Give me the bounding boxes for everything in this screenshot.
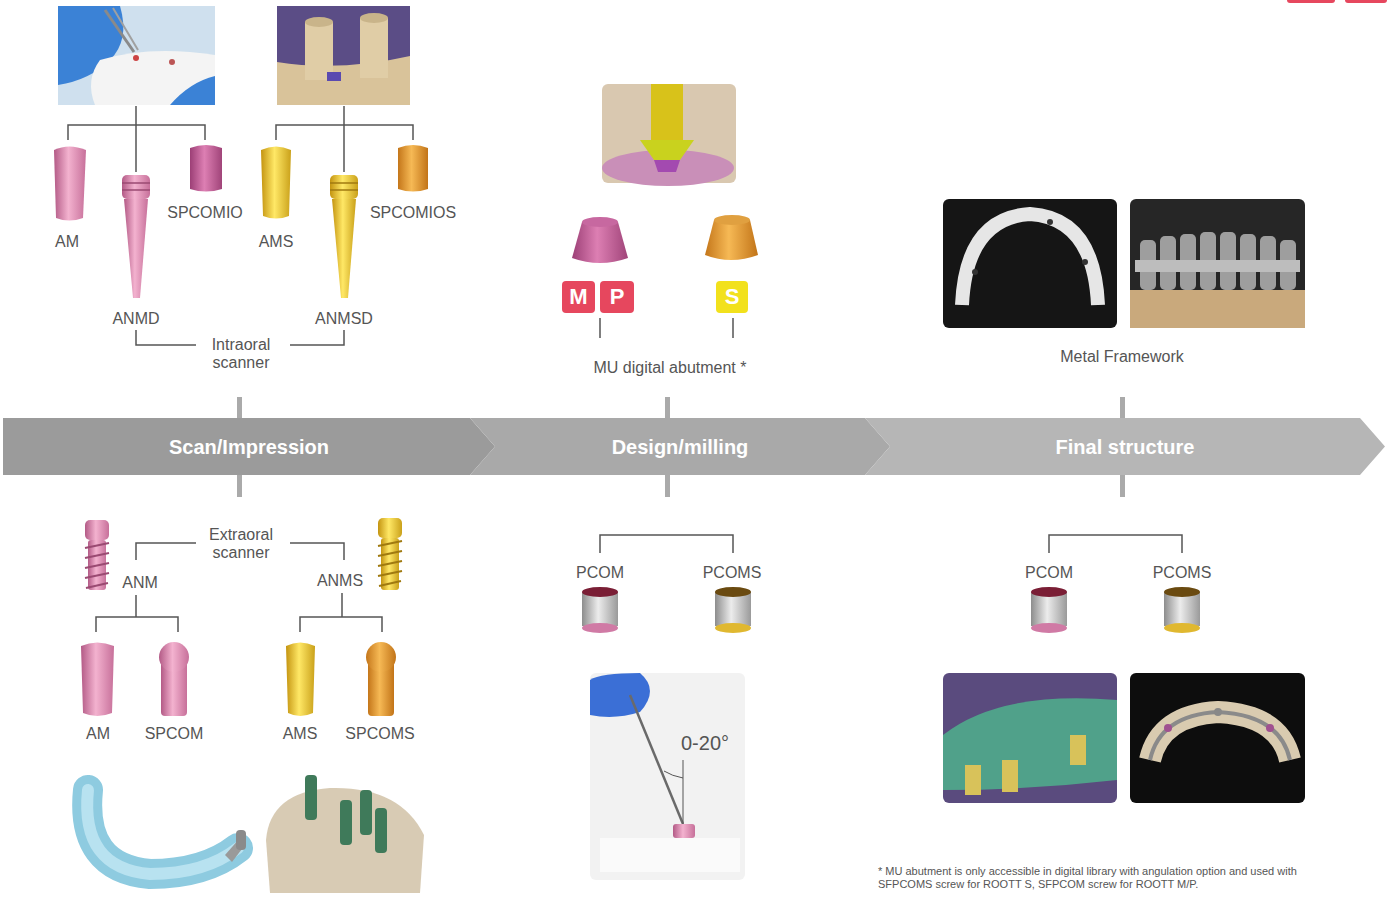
- size-badge: P: [600, 281, 634, 313]
- node-label: Final structure: [1056, 435, 1195, 459]
- part-name: ANM: [122, 574, 158, 592]
- group-label: MU digital abutment *: [594, 359, 747, 377]
- component-parts: [54, 145, 428, 298]
- part-name: PCOM: [1025, 564, 1073, 582]
- pcom-part: [582, 587, 1200, 633]
- node-label: Scan/Impression: [169, 435, 329, 459]
- bracket: [68, 106, 413, 345]
- part-name: PCOMS: [703, 564, 762, 582]
- part-name: SPCOMIO: [167, 204, 243, 222]
- group-label: Metal Framework: [1060, 348, 1184, 366]
- stage-arrow: Design/milling: [470, 418, 890, 475]
- stage-arrow: Scan/Impression: [3, 418, 495, 475]
- part-name: ANMD: [112, 310, 159, 328]
- chevron-fill: [865, 418, 1385, 475]
- group-label: Intraoral scanner: [201, 336, 281, 372]
- node-label: Design/milling: [612, 435, 749, 459]
- badge-fill: [716, 281, 748, 313]
- cad-model-photo: [277, 6, 410, 105]
- component-parts: [81, 642, 396, 716]
- size-badge: M: [562, 281, 595, 313]
- badge-fill: [562, 281, 595, 313]
- part-name: PCOM: [576, 564, 624, 582]
- impression-photo: [87, 775, 424, 893]
- part-name: SPCOM: [145, 725, 204, 743]
- part-name: SPCOMIOS: [370, 204, 456, 222]
- mu-design-photo: [602, 84, 736, 186]
- footnote: * MU abutment is only accessible in digi…: [878, 865, 1348, 891]
- node-label: P: [610, 284, 625, 310]
- framework-photo: [943, 199, 1305, 328]
- part-name: AMS: [283, 725, 318, 743]
- part-name: AMS: [259, 233, 294, 251]
- intraoral-photo: [58, 6, 215, 105]
- mu-abutment: [572, 215, 758, 263]
- leader-line: [600, 318, 733, 338]
- part-name: AM: [86, 725, 110, 743]
- part-name: ANMS: [317, 572, 363, 590]
- part-name: ANMSD: [315, 310, 373, 328]
- group-label: Extraoral scanner: [201, 526, 281, 562]
- part-name: AM: [55, 233, 79, 251]
- part-name: SPCOMS: [345, 725, 414, 743]
- badge-fill: [600, 281, 634, 313]
- size-badge: S: [716, 281, 748, 313]
- final-structure-photo: [943, 673, 1305, 803]
- node-label: S: [725, 284, 740, 310]
- part-name: PCOMS: [1153, 564, 1212, 582]
- angle-dimension: 0-20°: [681, 732, 729, 755]
- stage-arrow: Final structure: [865, 418, 1385, 475]
- node-label: M: [569, 284, 587, 310]
- chevron-fill: [470, 418, 890, 475]
- cut-badge: [1287, 0, 1335, 3]
- cut-badge: [1345, 0, 1387, 3]
- chevron-fill: [3, 418, 495, 475]
- screwdriver-photo: [590, 673, 745, 880]
